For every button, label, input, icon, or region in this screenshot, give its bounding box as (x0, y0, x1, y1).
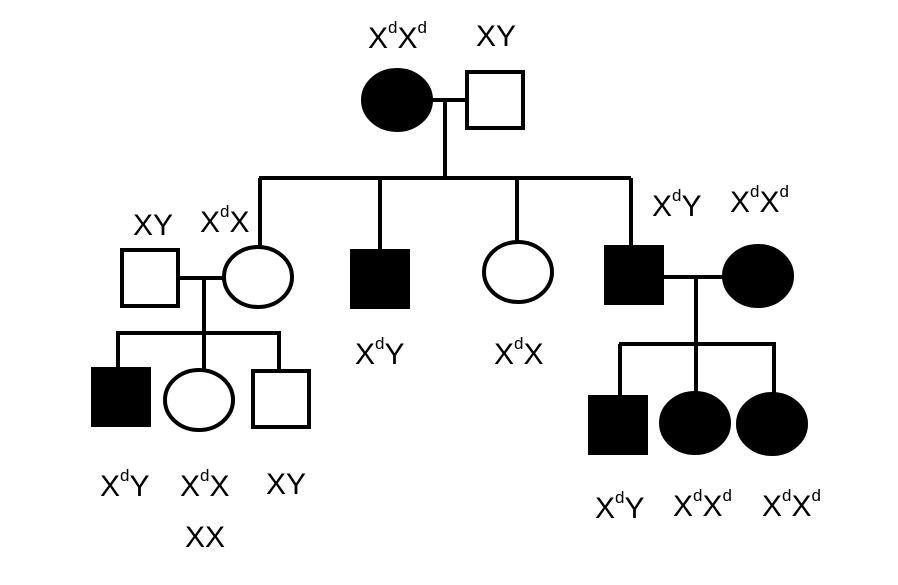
allele-superscript: d (200, 466, 210, 485)
allele-superscript: d (750, 182, 760, 201)
alternate-genotype-label: XX (185, 521, 226, 554)
allele-superscript: d (388, 18, 398, 37)
allele-text: X (759, 186, 780, 219)
allele-text: X (368, 22, 389, 55)
unaffected-female-circle (222, 245, 294, 309)
genotype-label: XY (266, 470, 306, 500)
genotype-label: XdY (595, 488, 645, 528)
unaffected-male-square (251, 369, 311, 429)
allele-superscript: d (782, 486, 792, 505)
allele-text: Y (384, 338, 405, 371)
allele-superscript: d (220, 202, 230, 221)
allele-text: X (355, 338, 376, 371)
allele-text: X (200, 206, 221, 239)
allele-superscript: d (672, 186, 682, 205)
allele-text: X (791, 490, 812, 523)
genotype-label: XdXd (730, 182, 789, 222)
genotype-label: XdX (180, 466, 230, 506)
allele-superscript: d (417, 18, 427, 37)
genotype-label: XY (476, 22, 516, 52)
allele-text: X (652, 190, 673, 223)
allele-text: Y (624, 492, 645, 525)
allele-text: Y (129, 470, 150, 503)
affected-male-square (350, 249, 410, 309)
allele-text: X (180, 470, 201, 503)
genotype-label: XdX (494, 334, 544, 374)
allele-text: X (762, 490, 783, 523)
affected-male-square (604, 245, 664, 305)
allele-text: X (100, 470, 121, 503)
allele-text: X (397, 22, 418, 55)
affected-female-circle (736, 392, 808, 456)
affected-male-square (91, 367, 151, 427)
unaffected-male-square (120, 248, 180, 308)
unaffected-male-square (465, 70, 525, 130)
allele-superscript: d (779, 182, 789, 201)
allele-superscript: d (375, 334, 385, 353)
genotype-label: XY (133, 211, 173, 241)
allele-text: X (702, 490, 723, 523)
genotype-label: XdXd (673, 486, 732, 526)
allele-text: X (229, 206, 250, 239)
pedigree-symbols (91, 68, 808, 456)
affected-male-square (588, 395, 648, 455)
allele-text: XY (266, 468, 307, 501)
affected-female-circle (361, 68, 433, 132)
allele-text: XY (133, 209, 174, 242)
allele-superscript: d (615, 488, 625, 507)
allele-text: Y (681, 190, 702, 223)
allele-text: XY (476, 20, 517, 53)
genotype-label: XdY (652, 186, 702, 226)
allele-superscript: d (514, 334, 524, 353)
unaffected-female-circle (163, 368, 235, 432)
pedigree-lines (116, 98, 776, 398)
genotype-label: XdX (200, 202, 250, 242)
genotype-label: XdXd (368, 18, 427, 58)
genotype-label: XdXd (762, 486, 821, 526)
allele-text: X (523, 338, 544, 371)
genotype-label: XdY (100, 466, 150, 506)
allele-text: X (673, 490, 694, 523)
allele-superscript: d (811, 486, 821, 505)
genotype-label: XdY (355, 334, 405, 374)
affected-female-circle (722, 244, 794, 308)
unaffected-female-circle (482, 240, 554, 304)
allele-text: X (595, 492, 616, 525)
allele-superscript: d (722, 486, 732, 505)
allele-text: X (730, 186, 751, 219)
allele-superscript: d (120, 466, 130, 485)
affected-female-circle (659, 391, 731, 455)
allele-superscript: d (693, 486, 703, 505)
allele-text: X (494, 338, 515, 371)
allele-text: X (209, 470, 230, 503)
